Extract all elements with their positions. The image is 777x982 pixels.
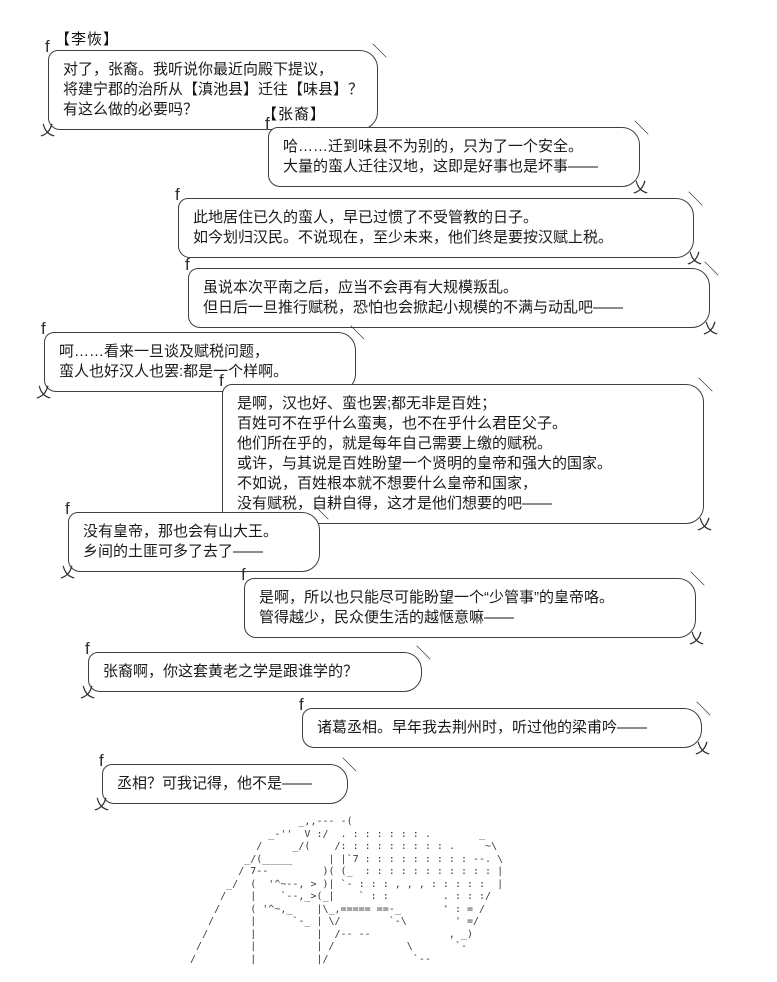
dialogue-line: 没有赋税，自耕自得，这才是他们想要的吧—— [237,495,553,512]
bubble-tail: 乂 [60,564,76,581]
bubble-corner-slash: ＼ [703,261,719,278]
bubble-tail: 乂 [36,384,52,401]
dialogue-line: 大量的蛮人迁往汉地，这即是好事也是坏事—— [283,158,599,175]
speech-bubble-2: f ＼ 乂 哈……迁到味县不为别的，只为了一个安全。 大量的蛮人迁往汉地，这即是… [265,115,649,195]
bubble-corner-f: f [185,255,190,274]
bubble-corner-f: f [65,499,70,518]
bubble-corner-slash: ＼ [695,701,711,718]
bubble-tail: 乂 [632,179,648,196]
bubble-corner-slash: ＼ [697,377,713,394]
bubble-corner-f: f [241,565,246,584]
bubble-corner-slash: ＼ [371,43,387,60]
speech-bubble-11: f ＼ 乂 丞相？可我记得，他不是—— [94,752,357,812]
bubble-tail: 乂 [80,684,96,701]
speech-bubble-9: f ＼ 乂 张裔啊，你这套黄老之学是跟谁学的？ [80,640,431,700]
dialogue-line: 是啊，汉也好、蛮也罢;都无非是百姓； [237,395,497,412]
bubble-tail: 乂 [686,250,702,267]
speech-bubble-5: f ＼ 乂 呵……看来一旦谈及赋税问题， 蛮人也好汉人也罢:都是一个样啊。 [36,320,365,400]
speaker-label-zhangyi: 【张裔】 [262,106,327,123]
bubble-corner-slash: ＼ [689,571,705,588]
dialogue-line: 或许，与其说是百姓盼望一个贤明的皇帝和强大的国家。 [237,455,613,472]
bubble-corner-f: f [41,319,46,338]
bubble-corner-f: f [219,371,224,390]
bubble-corner-f: f [299,695,304,714]
dialogue-line: 有这么做的必要吗？ [63,101,199,118]
bubble-tail: 乂 [94,796,110,813]
speech-bubble-6: f ＼ 乂 是啊，汉也好、蛮也罢;都无非是百姓； 百姓可不在乎什么蛮夷，也不在乎… [219,372,713,532]
bubble-tail: 乂 [702,320,718,337]
dialogue-line: 不如说，百姓根本就不想要什么皇帝和国家， [237,475,538,492]
dialogue-line: 没有皇帝，那也会有山大王。 [83,523,279,540]
speech-bubble-8: f ＼ 乂 是啊，所以也只能尽可能盼望一个“少管事”的皇帝咯。 管得越少，民众便… [241,566,705,646]
dialogue-line: 对了，张裔。我听说你最近向殿下提议， [63,61,334,78]
bubble-tail: 乂 [688,630,704,647]
speech-bubble-3: f ＼ 乂 此地居住已久的蛮人，早已过惯了不受管教的日子。 如今划归汉民。不说现… [175,186,703,266]
bubble-corner-f: f [175,185,180,204]
dialogue-line: 将建宁郡的治所从【滇池县】迁往【味县】？ [63,81,364,98]
speech-bubble-4: f ＼ 乂 虽说本次平南之后，应当不会再有大规模叛乱。 但日后一旦推行赋税，恐怕… [185,256,719,336]
bubble-tail: 乂 [696,516,712,533]
bubble-corner-f: f [99,751,104,770]
bubble-tail: 乂 [40,122,56,139]
speech-bubble-7: f ＼ 乂 没有皇帝，那也会有山大王。 乡间的土匪可多了去了—— [60,500,329,580]
bubble-corner-slash: ＼ [313,505,329,522]
bubble-corner-f: f [85,639,90,658]
dialogue-line: 此地居住已久的蛮人，早已过惯了不受管教的日子。 [193,209,539,226]
dialogue-line: 他们所在乎的，就是每年自己需要上缴的赋税。 [237,435,553,452]
dialogue-line: 乡间的土匪可多了去了—— [83,543,264,560]
bubble-tail: 乂 [694,740,710,757]
dialogue-line: 百姓可不在乎什么蛮夷，也不在乎什么君臣父子。 [237,415,568,432]
dialogue-line: 是啊，所以也只能尽可能盼望一个“少管事”的皇帝咯。 [259,589,614,606]
bubble-corner-slash: ＼ [633,120,649,137]
dialogue-line: 虽说本次平南之后，应当不会再有大规模叛乱。 [203,279,519,296]
bubble-corner-f: f [265,114,270,133]
dialogue-line: 但日后一旦推行赋税，恐怕也会掀起小规模的不满与动乱吧—— [203,299,624,316]
speech-bubble-10: f ＼ 乂 诸葛丞相。早年我去荆州时，听过他的梁甫吟—— [299,696,711,756]
bubble-corner-slash: ＼ [349,325,365,342]
dialogue-line: 管得越少，民众便生活的越惬意嘛—— [259,609,515,626]
bubble-corner-f: f [45,37,50,56]
dialogue-line: 蛮人也好汉人也罢:都是一个样啊。 [59,363,289,380]
bubble-corner-slash: ＼ [341,757,357,774]
dialogue-line: 张裔啊，你这套黄老之学是跟谁学的？ [103,663,359,680]
speaker-label-likui: 【李恢】 [55,31,120,48]
dialogue-line: 哈……迁到味县不为别的，只为了一个安全。 [283,138,584,155]
speech-bubble-1: f ＼ 乂 对了，张裔。我听说你最近向殿下提议， 将建宁郡的治所从【滇池县】迁往… [40,38,387,138]
dialogue-line: 如今划归汉民。不说现在，至少未来，他们终是要按汉赋上税。 [193,229,614,246]
dialogue-line: 丞相？可我记得，他不是—— [117,775,313,792]
ascii-art-figure: _,,--- -( _-'' V :/ . : : : : : : . _ / … [190,816,504,965]
dialogue-line: 呵……看来一旦谈及赋税问题， [59,343,270,360]
bubble-corner-slash: ＼ [687,191,703,208]
dialogue-line: 诸葛丞相。早年我去荆州时，听过他的梁甫吟—— [317,719,648,736]
bubble-corner-slash: ＼ [415,645,431,662]
